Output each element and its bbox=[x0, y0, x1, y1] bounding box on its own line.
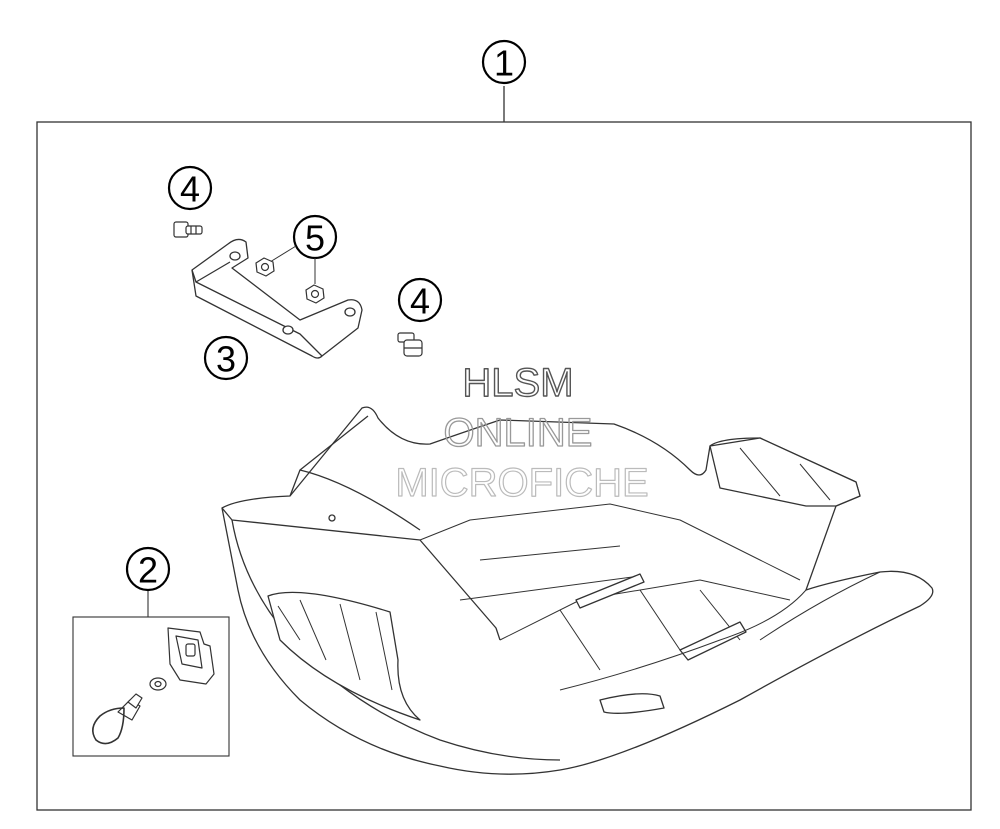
watermark: HLSM ONLINE MICROFICHE bbox=[395, 360, 650, 505]
callout-1[interactable]: 1 bbox=[481, 39, 527, 85]
callout-1-label: 1 bbox=[494, 43, 514, 84]
bracket-part-3[interactable] bbox=[191, 238, 363, 359]
bolt-part-4-top[interactable] bbox=[173, 221, 203, 238]
nut-part-5-b[interactable] bbox=[305, 284, 325, 304]
callout-5-label: 5 bbox=[305, 218, 325, 259]
bolt-part-4-right[interactable] bbox=[397, 332, 423, 357]
skid-plate-part-1[interactable] bbox=[221, 406, 934, 775]
leader-5a bbox=[269, 245, 297, 263]
nut-part-5-a[interactable] bbox=[255, 257, 275, 277]
callout-4-top-label: 4 bbox=[180, 169, 200, 210]
watermark-line-3: MICROFICHE bbox=[395, 461, 648, 505]
callout-2-label: 2 bbox=[138, 550, 158, 591]
fastener-kit-part-2[interactable] bbox=[92, 627, 215, 745]
callout-2[interactable]: 2 bbox=[125, 546, 171, 592]
callout-4-top[interactable]: 4 bbox=[167, 165, 213, 211]
callout-4-right-label: 4 bbox=[410, 281, 430, 322]
callout-3[interactable]: 3 bbox=[203, 335, 249, 381]
watermark-line-1: HLSM bbox=[462, 361, 573, 405]
callout-4-right[interactable]: 4 bbox=[397, 277, 443, 323]
callout-3-label: 3 bbox=[216, 339, 236, 380]
subkit-frame bbox=[72, 616, 230, 757]
watermark-line-2: ONLINE bbox=[444, 411, 593, 455]
callout-5[interactable]: 5 bbox=[292, 214, 338, 260]
